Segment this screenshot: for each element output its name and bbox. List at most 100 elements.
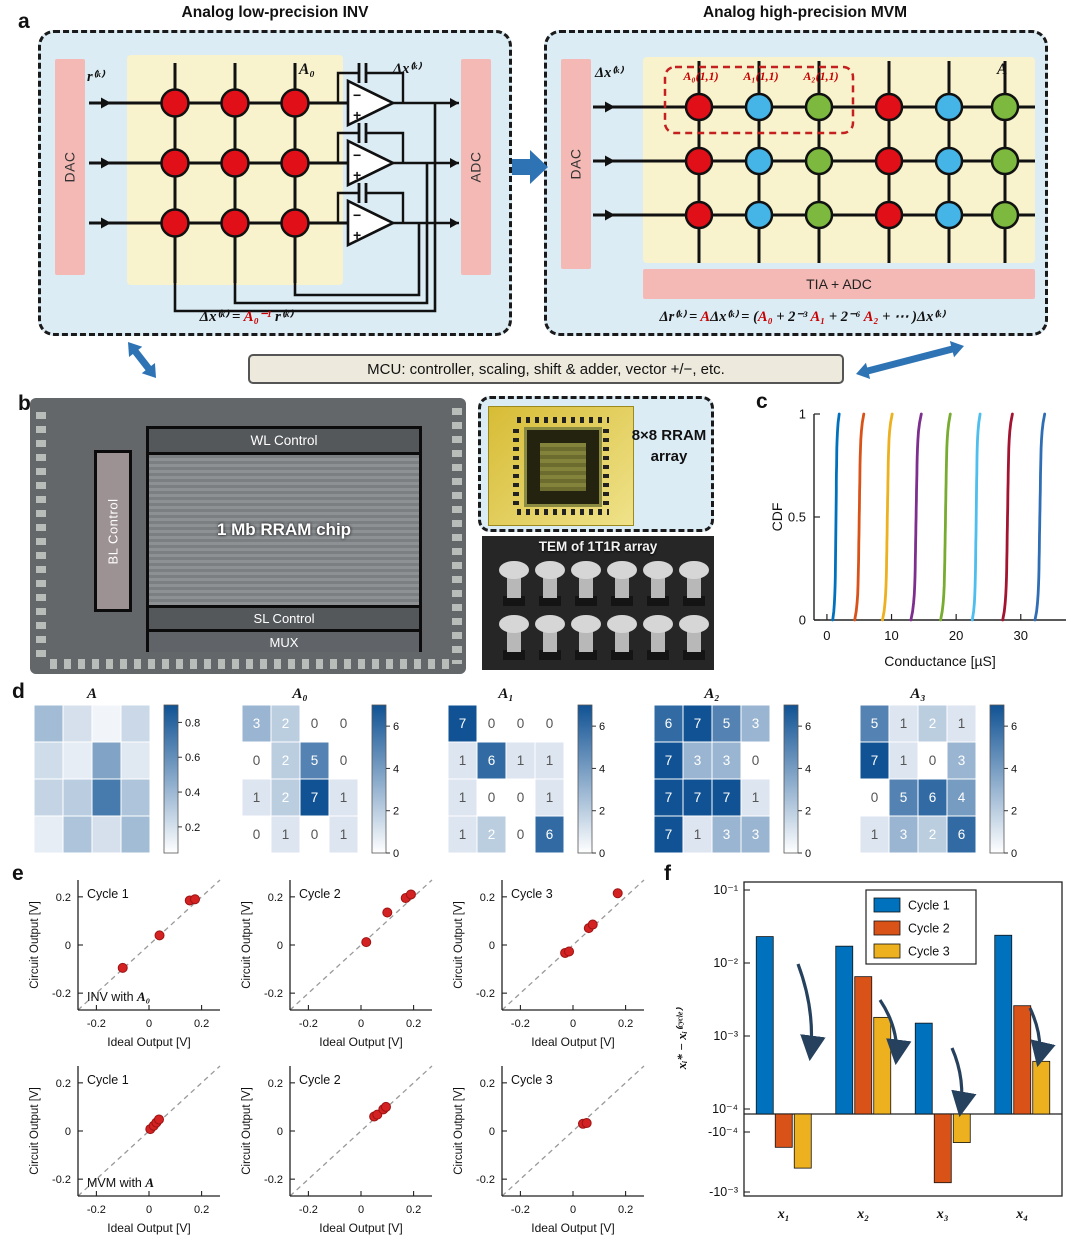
- heatmap-cell: [299, 778, 330, 817]
- rram-cell: [160, 208, 190, 238]
- heatmap-cell: [740, 815, 771, 854]
- y-tick-label: -0.2: [476, 1174, 495, 1186]
- x-axis-label: Ideal Output [V]: [319, 1221, 402, 1235]
- wl-control-label: WL Control: [250, 433, 318, 448]
- mvm-dac-label: DAC: [568, 148, 584, 180]
- inv-adc-label: ADC: [468, 151, 484, 183]
- heatmap-cell: [328, 815, 359, 854]
- y-tick-label: 0.2: [480, 892, 495, 904]
- heatmap-cell-value: 5: [871, 716, 879, 731]
- x-category-label: x₁: [777, 1207, 790, 1222]
- inv-block: −+−+−+ DAC ADC r⁽ᵏ⁾ A₀ Δx⁽ᵏ⁾ Δx⁽ᵏ⁾ = A₀⁻…: [38, 30, 512, 336]
- heatmap-cell-value: 2: [929, 716, 937, 731]
- rram-cell: [744, 92, 774, 122]
- panel-a: a Analog low-precision INV Analog high-p…: [0, 0, 1080, 392]
- sl-control-bar: SL Control: [149, 605, 419, 629]
- colorbar: [163, 704, 179, 854]
- rram-cell: [220, 148, 250, 178]
- heatmap-svg: 0.20.40.60.8: [34, 704, 200, 854]
- x-tick-label: -0.2: [87, 1204, 106, 1216]
- inv-crossbar-svg: −+−+−+: [89, 63, 459, 313]
- y-tick-label: 0: [799, 613, 806, 628]
- y-tick-label: 0: [489, 1126, 495, 1138]
- slice-highlight-box: [663, 65, 855, 135]
- panel-b-letter: b: [18, 392, 31, 415]
- cycle-label: Cycle 3: [511, 1073, 553, 1087]
- rram-cell: [934, 146, 964, 176]
- inv-equation: Δx⁽ᵏ⁾ = A₀⁻¹ r⁽ᵏ⁾: [96, 307, 396, 326]
- legend-label: Cycle 1: [908, 899, 950, 913]
- rram-cell: [874, 200, 904, 230]
- data-point: [117, 962, 128, 973]
- x-tick-label: 0: [358, 1204, 364, 1216]
- mvm-tia-adc-bar: TIA + ADC: [643, 269, 1035, 299]
- ellipsis: ⋯: [846, 153, 862, 170]
- rram-cell: [684, 200, 714, 230]
- die-array-area: [540, 443, 586, 491]
- heatmap-cell-value: 0: [488, 716, 496, 731]
- heatmap-cell-value: 0: [488, 790, 496, 805]
- y-tick-label: 0: [65, 940, 71, 952]
- inv-output-label: Δx⁽ᵏ⁾: [393, 61, 421, 77]
- x-axis-label: Conductance [µS]: [884, 653, 996, 669]
- x-category-label: x₄: [1015, 1207, 1028, 1222]
- heatmap-cell: [120, 741, 151, 780]
- heatmap-cell-value: 0: [546, 716, 554, 731]
- heatmap-cell-value: 0: [871, 790, 879, 805]
- colorbar: [783, 704, 799, 854]
- heatmap-cell-value: 0: [752, 753, 760, 768]
- mvm-slice-label-a2: A₂(1,1): [803, 69, 839, 83]
- heatmap-cell-value: 3: [752, 827, 760, 842]
- colorbar-tick-label: 0: [1011, 848, 1017, 860]
- y-axis-label: Circuit Output [V]: [453, 1087, 465, 1175]
- cdf-curve-state-5: [939, 412, 952, 622]
- x-tick-label: -0.2: [299, 1204, 318, 1216]
- opamp-plus: +: [353, 107, 361, 123]
- heatmap-cell: [270, 778, 301, 817]
- heatmap-cell-value: 6: [488, 753, 496, 768]
- mvm-matrix-label: A: [997, 61, 1008, 78]
- colorbar-tick-label: 4: [393, 763, 399, 775]
- cdf-curve-state-6: [970, 412, 982, 622]
- heatmap-cell-value: 5: [900, 790, 908, 805]
- rram-cell: [804, 92, 834, 122]
- heatmap-title: A₃: [910, 686, 926, 702]
- heatmap-title: A₁: [498, 686, 514, 702]
- heatmap-cell: [476, 741, 507, 780]
- bar-cycle-3-x₄: [1032, 1060, 1051, 1115]
- heatmap-cell: [91, 741, 122, 780]
- heatmap-cell: [448, 778, 478, 817]
- x-tick-label: 0.2: [406, 1204, 421, 1216]
- x-axis-label: Ideal Output [V]: [531, 1221, 614, 1235]
- panel-c-letter: c: [756, 390, 768, 413]
- heatmap-cell-value: 0: [253, 753, 261, 768]
- heatmap-cell: [946, 704, 977, 743]
- heatmap-cell-value: 6: [958, 827, 966, 842]
- equation-part: A₁: [810, 309, 826, 325]
- y-tick-label: -0.2: [476, 988, 495, 1000]
- y-tick-label: 0.2: [56, 892, 71, 904]
- x-tick-label: 20: [949, 628, 963, 643]
- x-tick-label: 10: [884, 628, 898, 643]
- y-tick-label: -0.2: [52, 988, 71, 1000]
- equation-part: + ⋯ )Δx⁽ᵏ⁾: [878, 309, 945, 325]
- rram-package-photo: [488, 406, 634, 526]
- heatmap-cell: [34, 704, 64, 743]
- inv-matrix-label: A₀: [299, 61, 315, 78]
- heatmap-cell-value: 1: [459, 827, 467, 842]
- cdf-curve-state-1: [831, 412, 841, 622]
- heatmap-cell-value: 0: [517, 790, 525, 805]
- heatmap-cell-value: 7: [723, 790, 731, 805]
- colorbar: [989, 704, 1005, 854]
- cdf-curve-state-4: [909, 412, 923, 622]
- mvm-input-label: Δx⁽ᵏ⁾: [595, 65, 623, 81]
- trend-arrow: [878, 999, 912, 1066]
- heatmap-cell: [888, 704, 919, 743]
- heatmap-cell-value: 2: [282, 753, 290, 768]
- heatmap-cell: [682, 778, 713, 817]
